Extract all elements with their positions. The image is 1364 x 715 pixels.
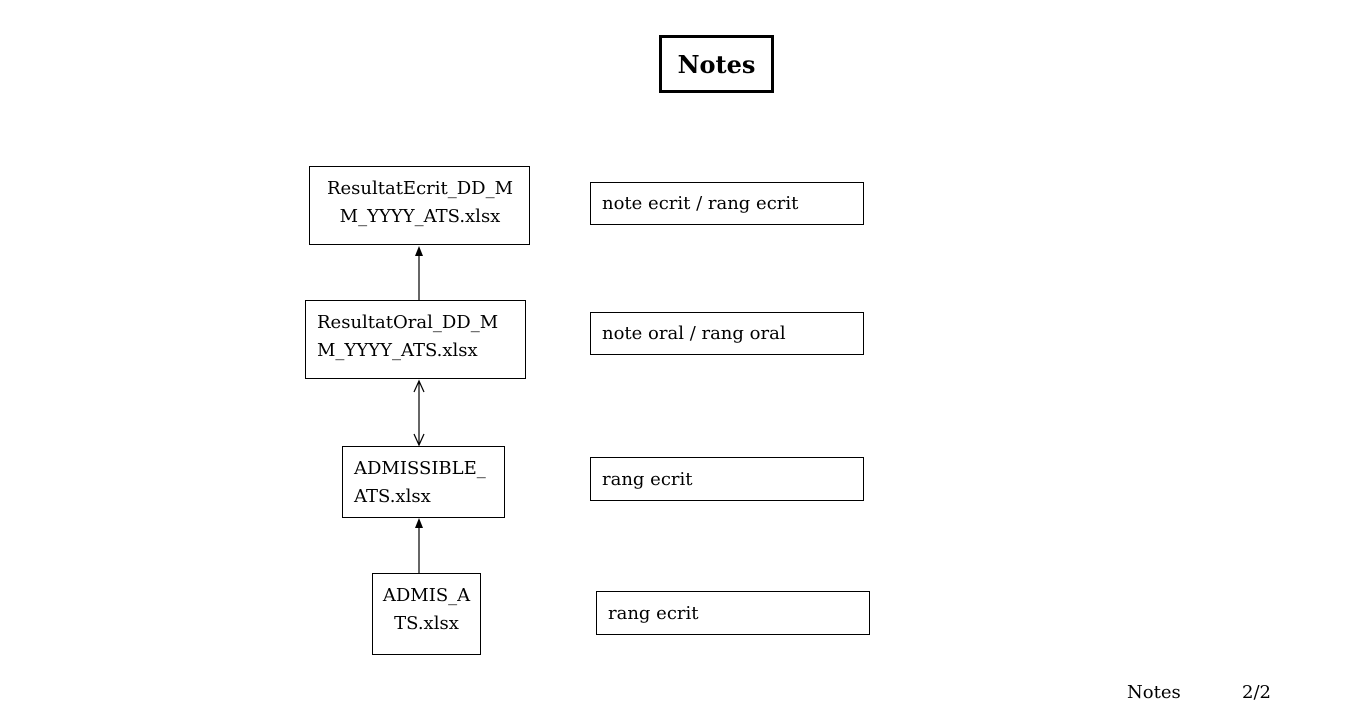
note-box-admis: rang ecrit — [596, 591, 870, 635]
note-box-ecrit: note ecrit / rang ecrit — [590, 182, 864, 225]
file-name-resultat-oral: ResultatOral_DD_MM_YYYY_ATS.xlsx — [317, 312, 499, 361]
file-name-admis: ADMIS_ATS.xlsx — [382, 585, 471, 634]
file-box-resultat-oral: ResultatOral_DD_MM_YYYY_ATS.xlsx — [305, 300, 526, 379]
note-box-admissible: rang ecrit — [590, 457, 864, 501]
file-box-resultat-ecrit: ResultatEcrit_DD_MM_YYYY_ATS.xlsx — [309, 166, 530, 245]
arrow-head-ecrit — [415, 246, 423, 256]
note-box-oral: note oral / rang oral — [590, 312, 864, 355]
arrow-head-admissible — [413, 433, 425, 447]
file-box-admis: ADMIS_ATS.xlsx — [372, 573, 481, 655]
note-text-oral: note oral / rang oral — [602, 323, 786, 344]
file-box-admissible: ADMISSIBLE_ATS.xlsx — [342, 446, 505, 518]
diagram-title: Notes — [659, 35, 774, 93]
arrow-head-oral — [413, 379, 425, 393]
arrow-head-admissible-up — [415, 518, 423, 528]
footer-label: Notes — [1127, 682, 1181, 703]
file-name-resultat-ecrit: ResultatEcrit_DD_MM_YYYY_ATS.xlsx — [326, 178, 514, 227]
file-name-admissible: ADMISSIBLE_ATS.xlsx — [354, 458, 486, 507]
page-number: 2/2 — [1242, 682, 1271, 703]
note-text-admissible: rang ecrit — [602, 468, 693, 490]
note-text-admis: rang ecrit — [608, 602, 699, 624]
note-text-ecrit: note ecrit / rang ecrit — [602, 193, 799, 214]
